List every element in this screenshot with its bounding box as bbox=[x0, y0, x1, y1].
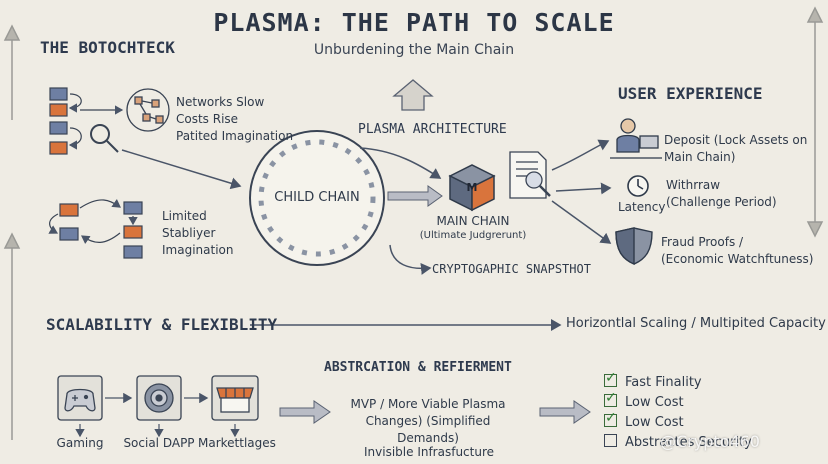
problem-item: Limited bbox=[162, 209, 207, 223]
child-chain-label: CHILD CHAIN bbox=[274, 190, 360, 205]
clock-icon bbox=[627, 175, 649, 197]
page-subtitle: Unburdening the Main Chain bbox=[313, 42, 515, 58]
problem-item: Networks Slow bbox=[176, 95, 265, 109]
main-chain-label: MAIN CHAIN bbox=[436, 214, 510, 228]
network-node-icon bbox=[126, 88, 170, 132]
connector-withdraw bbox=[555, 182, 612, 195]
problem-item: Patited Imagination bbox=[176, 129, 294, 143]
connector-fraud bbox=[551, 200, 612, 244]
connector-arc-top bbox=[359, 147, 442, 179]
latency-label: Latency bbox=[618, 200, 666, 214]
cube-label: M bbox=[466, 181, 478, 194]
up-arrow-icon bbox=[392, 79, 434, 111]
watermark: @Crypto460 bbox=[660, 432, 760, 451]
benefit-item: Low Cost bbox=[604, 390, 752, 414]
block-cycle-icon bbox=[48, 198, 143, 259]
ux-fraud: Fraud Proofs / (Economic Watchftuness) bbox=[661, 234, 813, 268]
bottleneck-problems-top: Networks Slow Costs Rise Patited Imagina… bbox=[176, 94, 293, 145]
scalability-result: Horizontlal Scaling / Multipited Capacit… bbox=[566, 316, 826, 331]
fraud-line: (Economic Watchftuness) bbox=[661, 252, 814, 266]
bottleneck-heading: THE BOTOCHTECK bbox=[40, 38, 175, 57]
benefit-label: Low Cost bbox=[625, 415, 684, 430]
benefit-label: Abstractes Security bbox=[625, 435, 752, 450]
connector-arc-bottom bbox=[389, 244, 432, 275]
app-label-gaming: Gaming bbox=[56, 436, 104, 450]
deposit-line: Deposit (Lock Assets on bbox=[664, 133, 808, 147]
problem-item: Stabliyer bbox=[162, 226, 216, 240]
problem-item: Imagination bbox=[162, 243, 234, 257]
child-chain-ring bbox=[249, 130, 385, 266]
benefits-list: Fast Finality Low Cost Low Cost Abstract… bbox=[604, 370, 752, 454]
abstraction-mvp: MVP / More Viable Plasma Changes) (Simpl… bbox=[338, 396, 518, 447]
main-chain-sub: (Ultimate Judgrerunt) bbox=[419, 230, 527, 241]
benefit-item: Low Cost bbox=[604, 410, 752, 434]
ux-withdraw: Withrraw (Challenge Period) bbox=[666, 177, 777, 211]
ux-deposit: Deposit (Lock Assets on Main Chain) bbox=[664, 132, 807, 166]
document-magnifier-icon bbox=[509, 151, 551, 199]
deposit-line: Main Chain) bbox=[664, 150, 736, 164]
right-edge-arrow bbox=[806, 6, 824, 238]
bottleneck-problems-bottom: Limited Stabliyer Imagination bbox=[162, 208, 233, 259]
benefit-item: Fast Finality bbox=[604, 370, 752, 394]
withdraw-line: Withrraw bbox=[666, 178, 721, 192]
fraud-line: Fraud Proofs / bbox=[661, 235, 744, 249]
ux-heading: USER EXPERIENCE bbox=[618, 84, 763, 103]
abstraction-heading: ABSTRCATION & REFIERMENT bbox=[324, 360, 512, 375]
scalability-heading: SCALABILITY & FLEXIBLITY bbox=[46, 315, 278, 334]
architecture-label: PLASMA ARCHITECTURE bbox=[358, 122, 507, 137]
mvp-line: MVP / More Viable Plasma bbox=[350, 397, 506, 411]
page-title: PLASMA: THE PATH TO SCALE bbox=[213, 8, 615, 37]
benefit-label: Fast Finality bbox=[625, 375, 702, 390]
checkbox-checked bbox=[604, 370, 617, 387]
mvp-line: Changes) (Simplified Demands) bbox=[365, 414, 491, 445]
problem-item: Costs Rise bbox=[176, 112, 239, 126]
connector-to-child-chain bbox=[121, 149, 242, 190]
invisible-infrastructure: Invisible Infrasfucture bbox=[364, 445, 495, 459]
block-stack-icon bbox=[49, 87, 124, 155]
app-label-market: Markettlages bbox=[198, 436, 276, 450]
checkbox-checked bbox=[604, 390, 617, 407]
magnifier-icon bbox=[90, 124, 119, 153]
benefit-item: Abstractes Security bbox=[604, 434, 752, 454]
shield-icon bbox=[615, 227, 653, 266]
withdraw-line: (Challenge Period) bbox=[666, 195, 777, 209]
checkbox-checked bbox=[604, 410, 617, 427]
main-chain-cube-icon bbox=[448, 164, 496, 212]
checkbox-unchecked bbox=[604, 434, 617, 447]
connector-to-main-chain bbox=[387, 185, 443, 207]
arrow-to-benefits bbox=[539, 400, 591, 424]
user-desk-icon bbox=[610, 118, 662, 159]
social-badge-icon bbox=[136, 375, 182, 421]
benefit-label: Low Cost bbox=[625, 395, 684, 410]
app-label-social: Social DAPP bbox=[123, 436, 195, 450]
left-edge-arrow bbox=[3, 24, 21, 440]
arrow-to-abstraction bbox=[279, 400, 331, 424]
connector-deposit bbox=[551, 139, 610, 171]
market-stall-icon bbox=[211, 375, 259, 421]
gamepad-icon bbox=[57, 375, 103, 421]
snapshot-label: CRYPTOGAPHIC SNAPSTHOT bbox=[432, 262, 591, 276]
